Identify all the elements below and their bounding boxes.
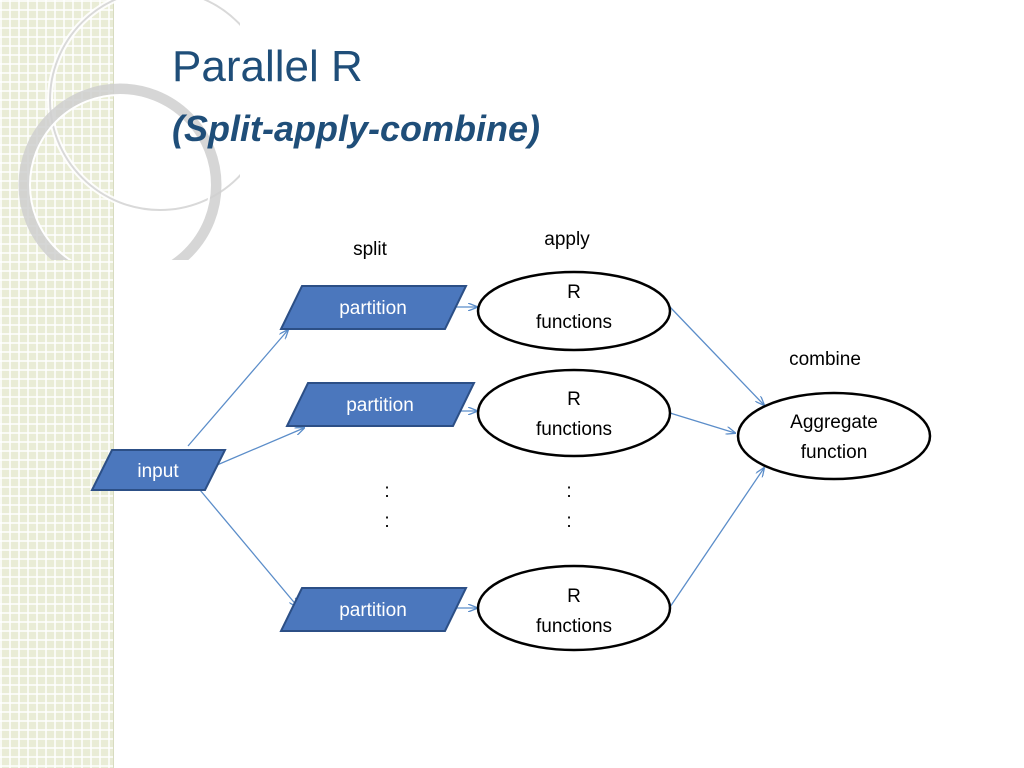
connector-input-partition-3 [199, 489, 298, 607]
r-functions-node-1 [476, 270, 672, 352]
connector-function-aggregate-2 [669, 412, 735, 433]
r-functions-node-3 [476, 564, 672, 652]
input-node-label: input [137, 461, 179, 482]
aggregate-function-line2: function [801, 442, 868, 463]
connector-input-partition-1 [187, 330, 288, 447]
aggregate-function-line1: Aggregate [790, 412, 878, 433]
combine-label: combine [789, 349, 861, 370]
r-functions-node-1-line1: R [567, 282, 581, 303]
apply-label: apply [544, 229, 590, 250]
r-functions-node-3-line1: R [567, 586, 581, 607]
r-functions-node-2-line1: R [567, 389, 581, 410]
ellipsis-apply-2: : [566, 511, 571, 532]
r-functions-node-1-line2: functions [536, 312, 612, 333]
r-functions-node-2 [476, 368, 672, 458]
ellipsis-split-2: : [384, 511, 389, 532]
connector-function-aggregate-3 [669, 468, 764, 608]
connector-function-aggregate-1 [669, 306, 764, 405]
aggregate-function-node [736, 391, 932, 481]
partition-node-2-label: partition [346, 395, 414, 416]
r-functions-node-2-line2: functions [536, 419, 612, 440]
slide-title: Parallel R [172, 42, 363, 91]
ellipsis-apply-1: : [566, 481, 571, 502]
input-node [90, 449, 227, 491]
partition-node-1 [279, 285, 468, 330]
split-label: split [353, 239, 388, 260]
slide-subtitle: (Split-apply-combine) [172, 108, 540, 149]
ellipsis-split-1: : [384, 481, 389, 502]
partition-node-3-label: partition [339, 600, 407, 621]
partition-node-3 [279, 587, 468, 632]
partition-node-2 [285, 382, 476, 427]
connector-input-partition-2 [209, 428, 304, 469]
r-functions-node-3-line2: functions [536, 616, 612, 637]
decorative-circles [18, 0, 240, 260]
partition-node-1-label: partition [339, 298, 407, 319]
